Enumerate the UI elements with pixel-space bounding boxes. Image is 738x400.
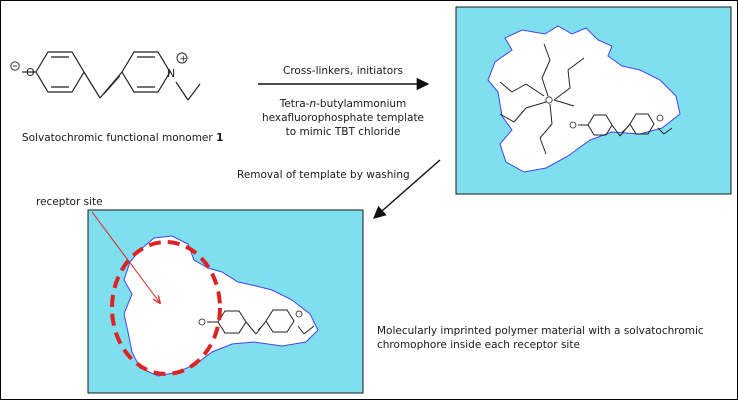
arrow-template-removal (373, 159, 441, 219)
plus-charge-icon (176, 52, 188, 64)
receptor-cavity (123, 235, 319, 377)
template-italic-n: n (309, 98, 317, 110)
tetrabutylammonium-template (499, 43, 585, 155)
receptor-site-circle (110, 240, 222, 376)
result-line-2: chromophore inside each receptor site (377, 339, 580, 351)
result-line-1: Molecularly imprinted polymer material w… (377, 325, 704, 337)
receptor-pointer-arrow (91, 211, 160, 303)
plus-charge-sign: + (180, 55, 188, 65)
chromophore-in-template (569, 113, 673, 137)
template-line-1: Tetra-n-butylammonium (258, 97, 428, 111)
monomer-caption: Solvatochromic functional monomer 1 (22, 131, 223, 145)
pyridinium-ring (121, 51, 171, 93)
template-prefix: Tetra- (279, 98, 310, 110)
chromophore-in-receptor (198, 309, 315, 335)
monomer-number: 1 (216, 132, 224, 144)
step2-label: Removal of template by washing (237, 169, 410, 181)
template-suffix: -butylammonium (316, 98, 407, 110)
cavity-template (487, 25, 681, 173)
minus-charge-icon (10, 61, 20, 71)
template-line-2: hexafluorophosphate template (261, 112, 425, 124)
monomer-label: Solvatochromic functional monomer (22, 132, 213, 144)
oxygen-atom: O (26, 66, 35, 79)
monomer-structure (10, 51, 201, 101)
benzene-ring (35, 51, 85, 93)
step1-reagents: Cross-linkers, initiators (283, 65, 403, 77)
receptor-site-label: receptor site (36, 196, 103, 208)
nitrogen-atom: N (167, 67, 175, 80)
template-line-3: to mimic TBT chloride (285, 126, 401, 138)
